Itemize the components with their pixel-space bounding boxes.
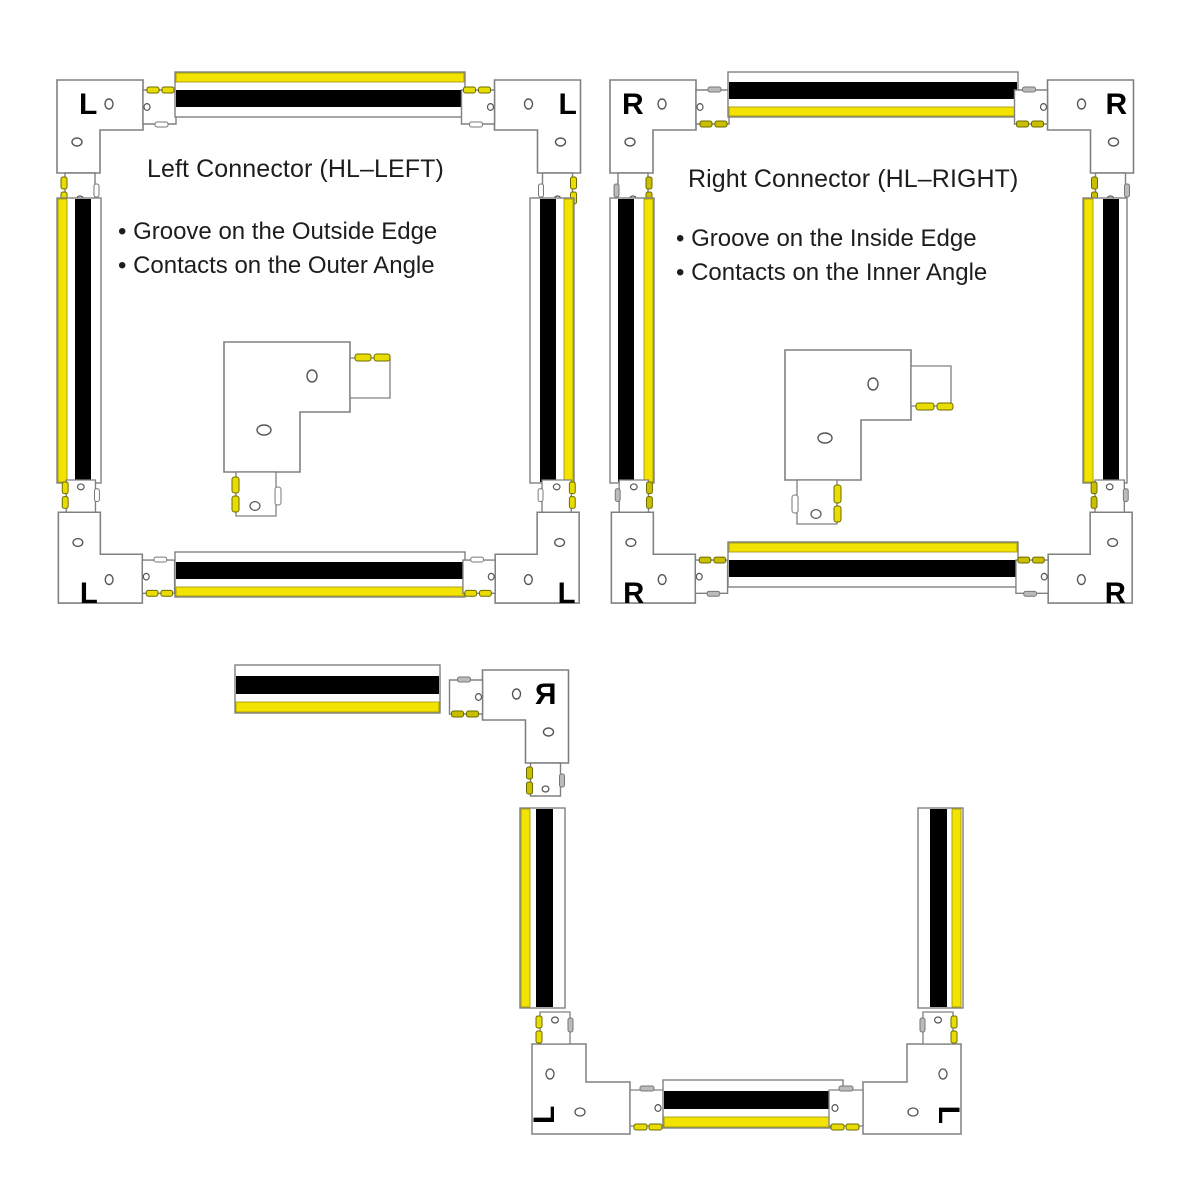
stub-horizontal xyxy=(462,556,496,597)
stub-vertical xyxy=(526,762,565,797)
track-right-panel-bottom xyxy=(727,540,1019,590)
bullet-item: • Contacts on the Outer Angle xyxy=(118,252,435,280)
connector-right-bottom-left[interactable]: R xyxy=(608,479,729,610)
stub-horizontal xyxy=(1013,86,1049,128)
connector-left-top-right[interactable]: L xyxy=(460,78,585,207)
stub-horizontal-right xyxy=(828,1085,864,1131)
connector-bottom-assembly-bottom-left[interactable]: L xyxy=(518,1011,665,1142)
connector-body xyxy=(494,511,580,604)
connector-left-bottom-right[interactable]: L xyxy=(460,479,585,610)
connector-bottom-assembly-top[interactable]: R xyxy=(448,668,573,797)
connector-letter: R xyxy=(1106,88,1128,121)
connector-letter: L xyxy=(528,1106,561,1124)
stub-horizontal xyxy=(694,556,729,597)
track-left-panel-left xyxy=(55,197,103,484)
connector-right-center-detail[interactable] xyxy=(783,348,954,528)
track-left-panel-right xyxy=(528,197,576,484)
track-bottom-assembly-left xyxy=(518,807,568,1009)
connector-body xyxy=(610,511,697,604)
stub-horizontal-right xyxy=(629,1085,665,1131)
caption-right-connector: Right Connector (HL–RIGHT) xyxy=(688,165,1019,193)
connector-body xyxy=(862,1043,962,1135)
connector-letter: R xyxy=(1105,577,1126,610)
stub-vertical-top xyxy=(535,1011,574,1045)
connector-right-bottom-right[interactable]: R xyxy=(1013,479,1138,610)
stub-vertical xyxy=(231,471,282,517)
stub-horizontal xyxy=(448,676,484,718)
connector-body xyxy=(493,79,582,174)
stub-vertical xyxy=(1090,479,1129,513)
stub-horizontal xyxy=(142,86,177,128)
track-bottom-assembly-right xyxy=(916,807,966,1009)
connector-letter: R xyxy=(623,577,644,610)
connector-letter: R xyxy=(622,88,644,121)
connector-body xyxy=(609,79,697,174)
connector-letter: L xyxy=(79,88,97,121)
connector-letter-glyph: L xyxy=(932,1106,965,1124)
stub-horizontal xyxy=(695,86,730,128)
track-left-panel-top xyxy=(174,70,466,120)
track-bottom-assembly-top xyxy=(234,663,441,715)
connector-bottom-assembly-bottom-right[interactable]: L xyxy=(828,1011,975,1142)
bullet-item: • Groove on the Inside Edge xyxy=(676,225,977,252)
stub-horizontal xyxy=(1015,556,1049,597)
track-left-panel-bottom xyxy=(174,550,466,600)
caption-left-connector: Left Connector (HL–LEFT) xyxy=(147,155,444,183)
stub-horizontal xyxy=(910,365,954,411)
connector-left-center-detail[interactable] xyxy=(222,340,391,520)
connector-letter: L xyxy=(932,1106,965,1124)
connector-right-top-right[interactable]: R xyxy=(1013,78,1138,207)
connector-letter: L xyxy=(558,577,576,610)
bullets-left-connector: • Groove on the Outside Edge • Contacts … xyxy=(118,215,437,283)
connector-body xyxy=(57,511,144,604)
bullets-right-connector: • Groove on the Inside Edge • Contacts o… xyxy=(676,222,987,290)
bullet-item: • Contacts on the Inner Angle xyxy=(676,259,988,287)
connector-letter-glyph: L xyxy=(528,1106,561,1124)
stub-horizontal xyxy=(349,353,391,399)
connector-body xyxy=(56,79,144,174)
track-right-panel-top xyxy=(727,70,1019,120)
connector-letter: L xyxy=(559,88,577,121)
track-bottom-assembly-bottom xyxy=(662,1078,844,1130)
stub-vertical xyxy=(791,479,842,525)
connector-body xyxy=(531,1043,631,1135)
connector-body xyxy=(481,669,570,764)
stub-vertical-top xyxy=(919,1011,958,1045)
connector-body xyxy=(1047,511,1133,604)
connector-body xyxy=(1046,79,1135,174)
connector-letter: L xyxy=(80,577,98,610)
stub-vertical xyxy=(61,479,100,513)
bullet-item: • Groove on the Outside Edge xyxy=(118,218,438,245)
stub-horizontal xyxy=(141,556,176,597)
stub-vertical xyxy=(614,479,653,513)
stub-horizontal xyxy=(460,86,496,128)
stub-vertical xyxy=(537,479,576,513)
connector-letter: R xyxy=(535,678,557,711)
track-right-panel-right xyxy=(1081,197,1129,484)
connector-left-bottom-left[interactable]: L xyxy=(55,479,176,610)
track-right-panel-left xyxy=(608,197,656,484)
